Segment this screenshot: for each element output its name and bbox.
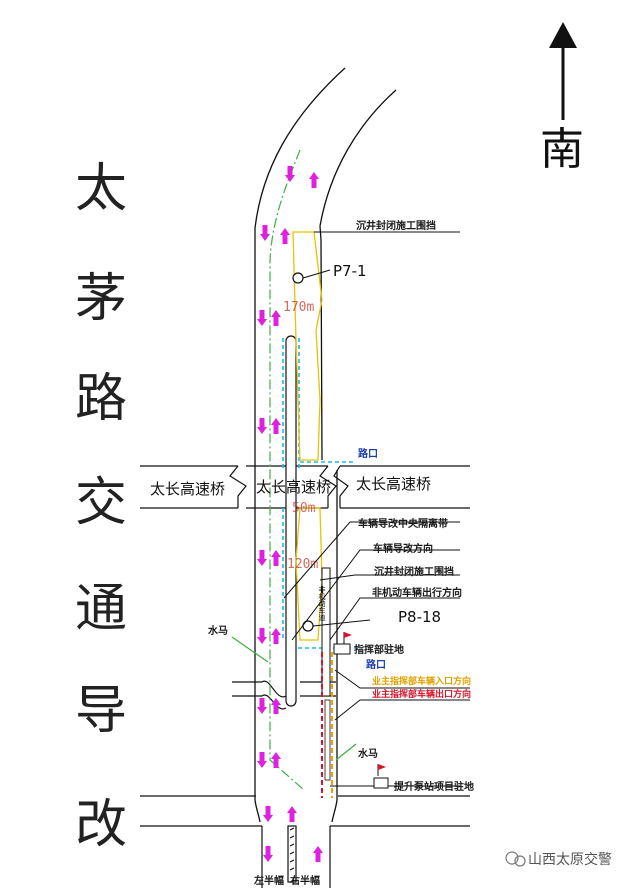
pier-p8-18-label: P8-18 (398, 608, 441, 626)
direction-arrow-icon (287, 806, 297, 822)
direction-arrow-icon (257, 418, 267, 434)
pier-p7-1-marker (292, 272, 304, 284)
pier-p8-18-marker (302, 620, 314, 632)
bridge-label-left: 太长高速桥 (150, 480, 225, 498)
direction-arrow-icon (260, 225, 270, 241)
direction-label: 南 (540, 124, 584, 175)
direction-arrow-icon (271, 752, 281, 768)
leader-lines (283, 231, 470, 787)
direction-arrow-icon (271, 550, 281, 566)
svg-text:导: 导 (75, 681, 127, 741)
label-water-horse-2: 水马 (357, 747, 378, 760)
svg-text:改: 改 (75, 795, 127, 855)
label-pump-station: 提升泵站项目驻地 (394, 780, 474, 793)
direction-arrow-icon (271, 698, 281, 714)
label-non-motor-direction: 非机动车辆出行方向 (372, 586, 462, 599)
pump-station-flag-icon (377, 764, 386, 776)
road-break-symbol (232, 680, 336, 710)
label-owner-exit: 业主指挥部车辆出口方向 (372, 688, 471, 700)
direction-arrow-icon (271, 418, 281, 434)
direction-arrow-icon (257, 752, 267, 768)
direction-arrow-icon (549, 22, 577, 120)
water-horse-leader-1 (231, 636, 269, 663)
direction-arrow-icon (257, 310, 267, 326)
direction-arrow-icon (257, 698, 267, 714)
command-post-box (333, 643, 351, 655)
label-median: 车辆导改中央隔离带 (358, 517, 448, 530)
non-motor-lane: 非机动车道 (318, 567, 333, 798)
label-shaft-fence-2: 沉井封闭施工围挡 (374, 565, 454, 578)
svg-text:太: 太 (75, 159, 127, 219)
direction-arrow-icon (263, 846, 273, 862)
traffic-direction-arrows (257, 166, 323, 862)
svg-text:通: 通 (75, 579, 127, 639)
direction-arrow-icon (280, 228, 290, 244)
label-right-half: 右半幅 (289, 874, 320, 887)
water-horse-leader-2 (335, 743, 357, 761)
svg-text:非机动车道: 非机动车道 (318, 585, 326, 622)
label-reroute-direction: 车辆导改方向 (373, 542, 433, 555)
bridge-label-center: 太长高速桥 (256, 478, 331, 496)
direction-arrow-icon (285, 166, 295, 182)
direction-arrow-icon (271, 628, 281, 644)
distance-50m: 50m (292, 501, 316, 516)
direction-arrow-icon (257, 628, 267, 644)
label-crossing-1: 路口 (358, 447, 378, 460)
label-shaft-fence-1: 沉井封闭施工围挡 (356, 219, 436, 232)
label-water-horse-1: 水马 (207, 624, 228, 637)
watermark: 山西太原交警 (505, 851, 612, 868)
direction-arrow-icon (309, 172, 319, 188)
label-left-half: 左半幅 (253, 874, 284, 887)
construction-fence (292, 231, 323, 641)
bridge-label-right: 太长高速桥 (356, 475, 431, 493)
distance-170m: 170m (283, 300, 314, 315)
direction-arrow-icon (263, 806, 273, 822)
label-command-post: 指挥部驻地 (354, 643, 404, 656)
svg-text:交: 交 (75, 473, 127, 533)
distance-120m: 120m (287, 557, 318, 572)
command-post-flag-icon (343, 632, 352, 644)
direction-arrow-icon (313, 846, 323, 862)
svg-text:茅: 茅 (75, 269, 127, 329)
main-road-edges (254, 67, 397, 823)
watermark-text: 山西太原交警 (528, 851, 612, 868)
direction-arrow-icon (271, 310, 281, 326)
direction-arrow-icon (257, 550, 267, 566)
pier-p7-1-label: P7-1 (333, 262, 367, 280)
label-owner-entry: 业主指挥部车辆入口方向 (372, 675, 471, 687)
pump-station-box (373, 777, 389, 789)
green-centerline (269, 149, 305, 791)
svg-text:路: 路 (75, 369, 127, 429)
diagram-title: 太 茅 路 交 通 导 改 (75, 159, 127, 855)
label-crossing-2: 路口 (366, 658, 386, 671)
median-barrier (282, 335, 300, 707)
cross-street (140, 795, 470, 888)
